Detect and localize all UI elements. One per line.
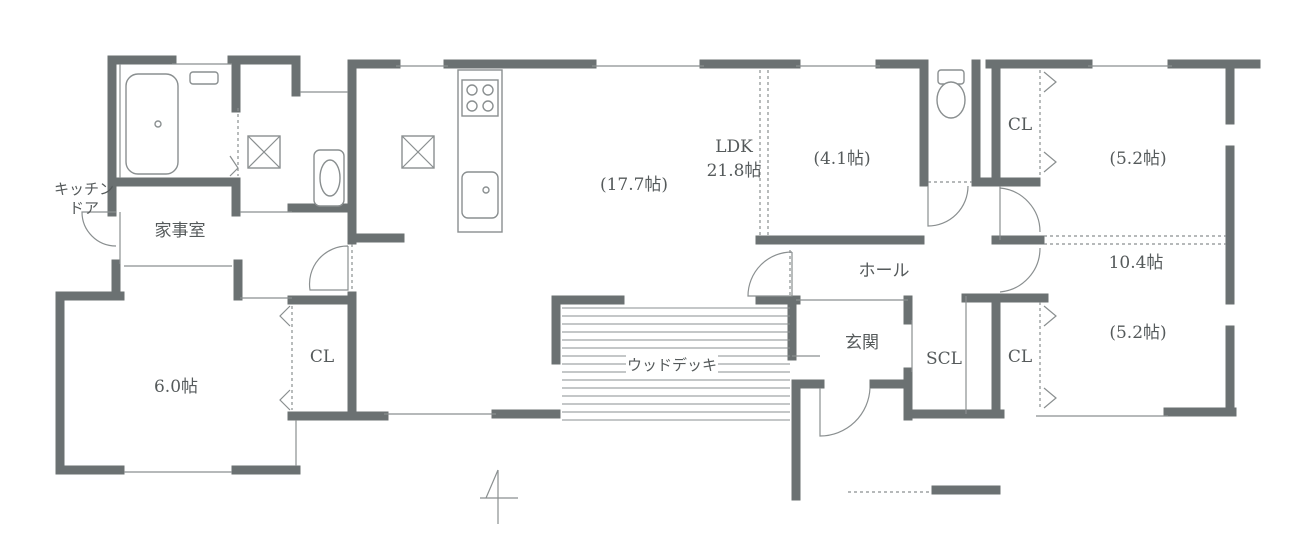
- bedroom-6-label: 6.0帖: [154, 377, 198, 397]
- ventilation-icon: [247, 135, 435, 169]
- ldk-area-label: 21.8帖: [707, 161, 762, 181]
- kitchen-door-label-1: キッチン: [54, 180, 114, 198]
- room-labels: キッチン ドア 家事室 6.0帖 CL (17.7帖) LDK 21.8帖 (4…: [54, 115, 1167, 397]
- kitchen-door-label-2: ドア: [69, 199, 99, 217]
- thin-lines: [119, 63, 1226, 493]
- washbasin-icon: [313, 149, 345, 207]
- shoe-closet-label: SCL: [926, 349, 962, 369]
- hall-label: ホール: [859, 261, 910, 281]
- bathtub-icon: [125, 71, 219, 175]
- stove-icon: [461, 79, 499, 117]
- room-10-4-label: 10.4帖: [1109, 253, 1164, 273]
- north-arrow-icon: [480, 469, 518, 524]
- toilet-icon: [936, 69, 966, 119]
- utility-room-label: 家事室: [155, 221, 206, 241]
- sink-icon: [461, 171, 499, 219]
- room-5-2-bottom-label: (5.2帖): [1109, 323, 1166, 343]
- closet-left-label: CL: [310, 347, 334, 367]
- closet-right-top-label: CL: [1008, 115, 1032, 135]
- doors: [81, 71, 1057, 437]
- room-4-1-label: (4.1帖): [813, 149, 870, 169]
- entrance-label: 玄関: [845, 333, 879, 353]
- room-5-2-top-label: (5.2帖): [1109, 149, 1166, 169]
- closet-right-bottom-label: CL: [1008, 347, 1032, 367]
- ldk-label: LDK: [715, 137, 753, 157]
- living-area-label: (17.7帖): [600, 175, 668, 195]
- walls: [55, 55, 1261, 501]
- wood-deck-label: ウッドデッキ: [627, 356, 717, 374]
- wood-deck-label-bg: [626, 354, 718, 374]
